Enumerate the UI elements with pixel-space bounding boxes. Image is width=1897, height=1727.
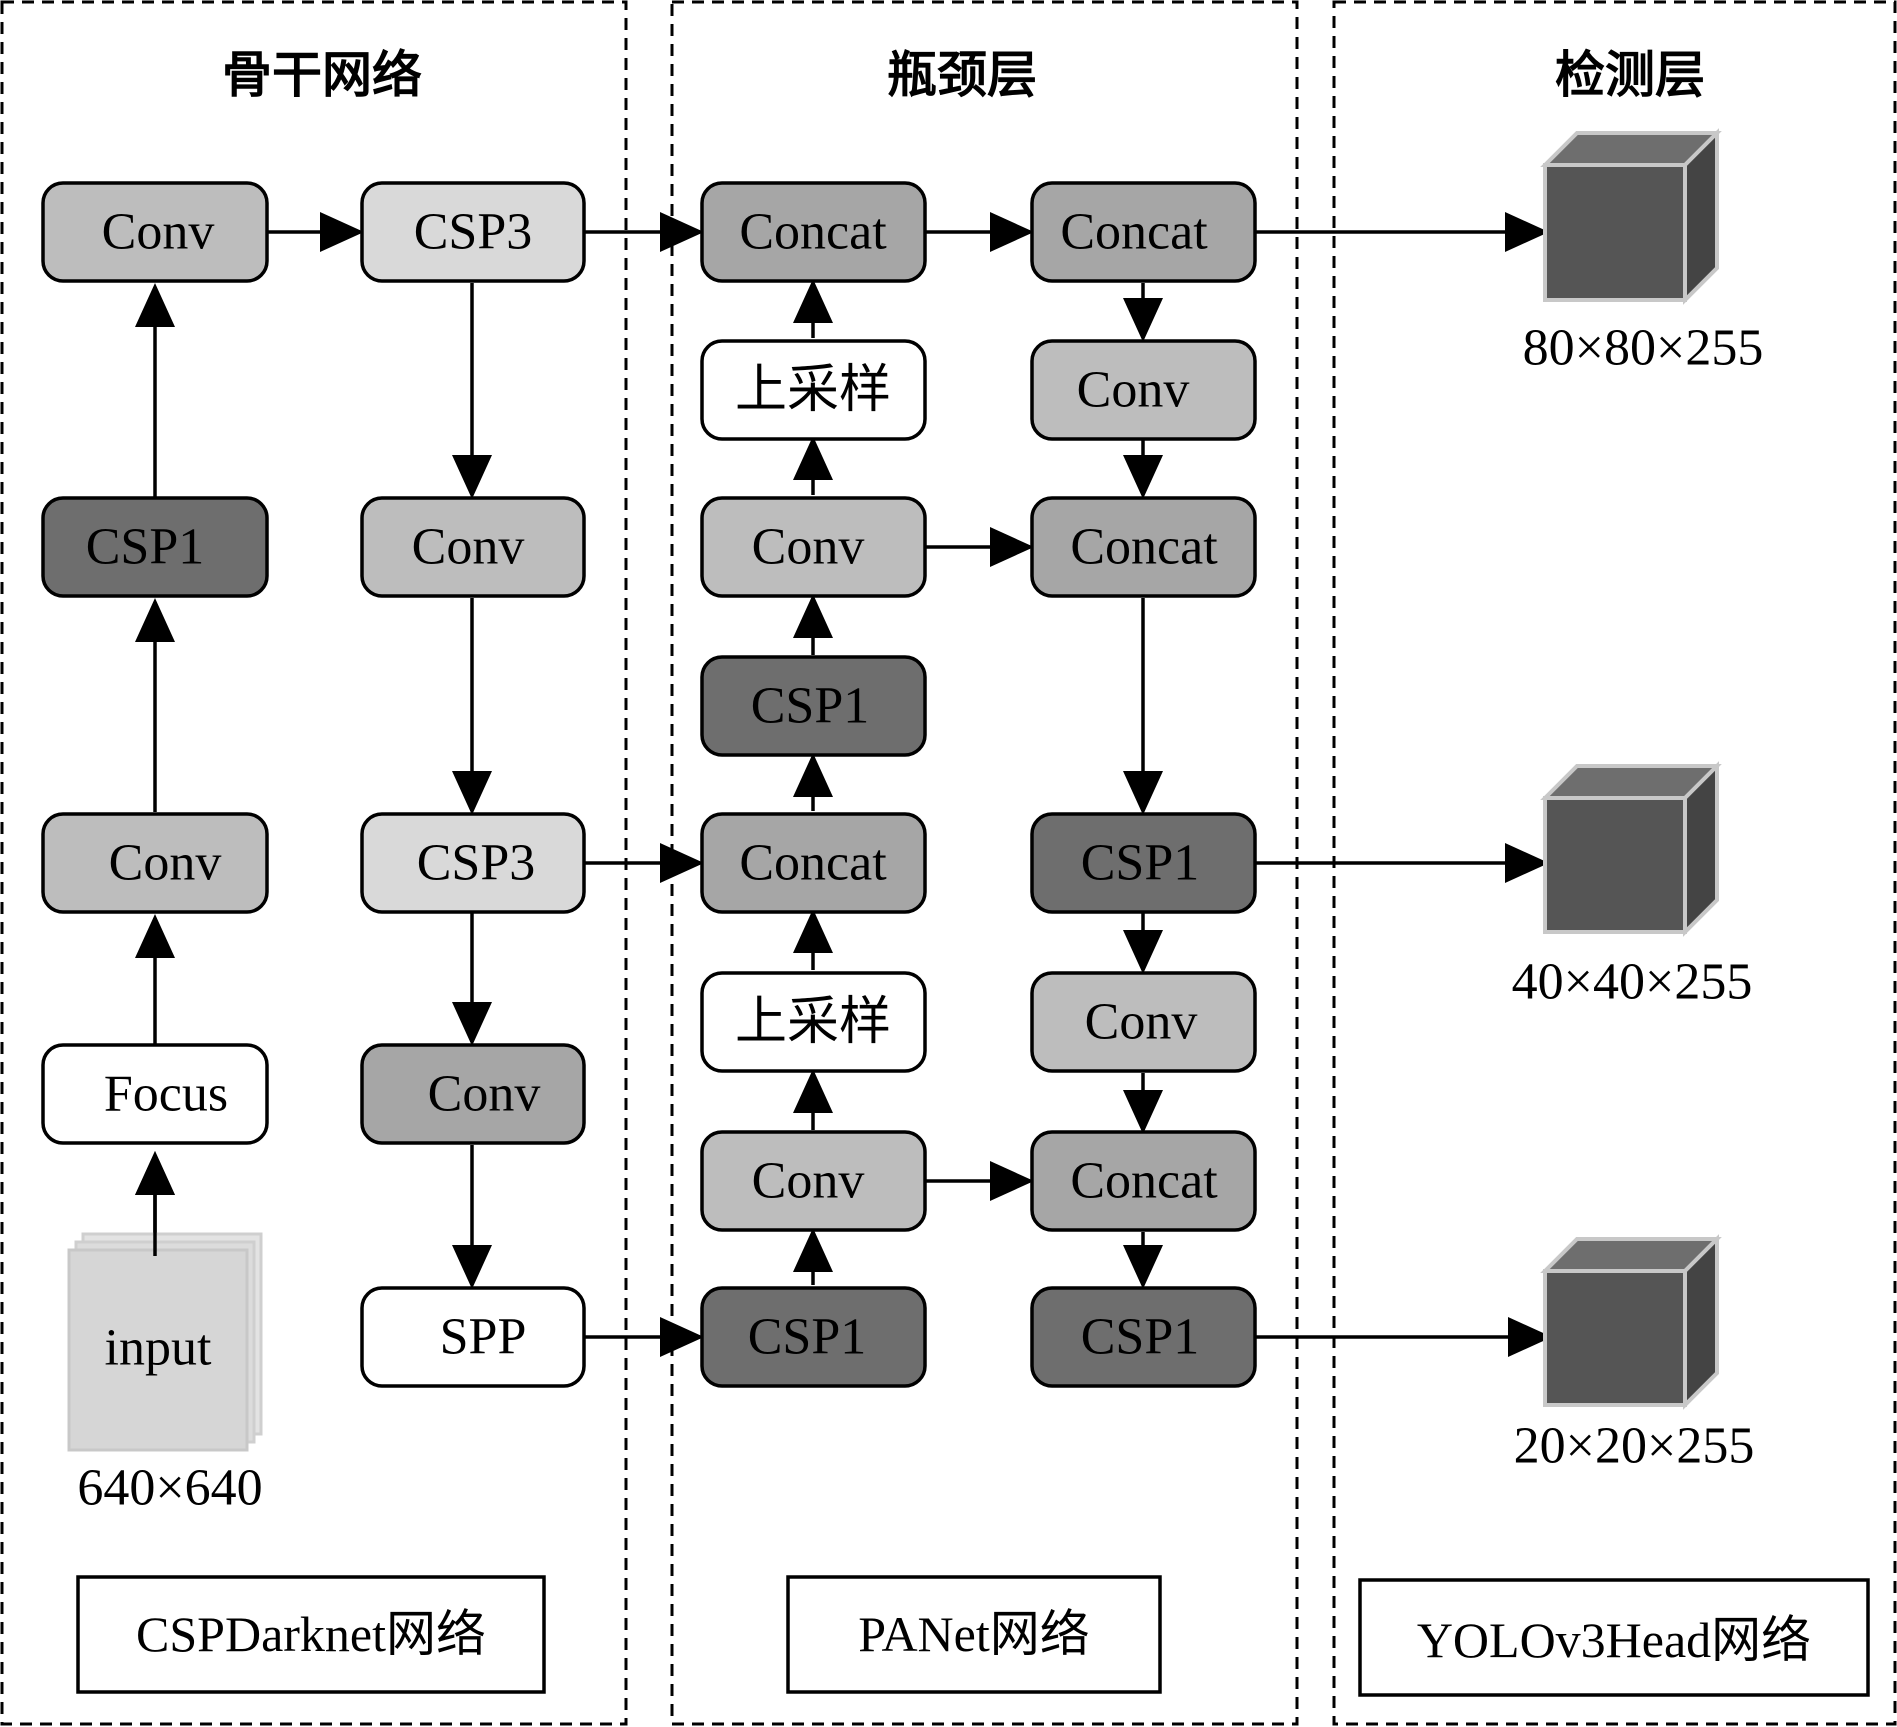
backbone-title: 骨干网络 — [222, 46, 422, 104]
backbone-spp: SPP — [360, 1286, 586, 1388]
svg-text:Conv: Conv — [1077, 362, 1190, 419]
svg-text:Conv: Conv — [1085, 994, 1198, 1051]
connections — [135, 212, 1552, 1357]
neck-right-concat-b: Concat — [1030, 1130, 1257, 1232]
neck-left-conv-a: Conv — [700, 496, 927, 598]
head-caption: YOLOv3Head网络 — [1417, 1612, 1811, 1668]
backbone-caption-box — [76, 1575, 546, 1694]
svg-text:CSP3: CSP3 — [417, 835, 536, 892]
output-size-medium: 40×40×255 — [1512, 954, 1753, 1011]
backbone-conv-top: Conv — [41, 181, 269, 283]
svg-text:CSP1: CSP1 — [1081, 1309, 1200, 1366]
svg-text:Concat: Concat — [739, 204, 887, 261]
backbone-conv-mid: Conv — [41, 812, 269, 914]
backbone-csp1: CSP1 — [41, 496, 269, 598]
svg-text:Concat: Concat — [1070, 519, 1218, 576]
backbone-focus: Focus — [41, 1043, 269, 1145]
svg-text:CSP3: CSP3 — [414, 204, 533, 261]
head-caption-box — [1358, 1578, 1870, 1697]
svg-text:上采样: 上采样 — [735, 992, 891, 1052]
neck-right-conv-a: Conv — [1030, 339, 1257, 441]
output-cube-medium: 40×40×255 — [1512, 761, 1753, 1011]
neck-right-csp1-mid: CSP1 — [1030, 812, 1257, 914]
output-cube-small: 20×20×255 — [1514, 1234, 1755, 1475]
svg-text:Concat: Concat — [1060, 204, 1208, 261]
head-title: 检测层 — [1555, 46, 1705, 104]
svg-text:上采样: 上采样 — [735, 360, 891, 420]
neck-left-conv-b: Conv — [700, 1130, 927, 1232]
backbone-conv-a: Conv — [360, 496, 586, 598]
neck-caption-box — [786, 1575, 1162, 1694]
svg-text:Concat: Concat — [739, 835, 887, 892]
input-size: 640×640 — [77, 1460, 262, 1517]
neck-right-csp1-bottom: CSP1 — [1030, 1286, 1257, 1388]
svg-text:CSP1: CSP1 — [1081, 835, 1200, 892]
neck-left-concat-top: Concat — [700, 181, 927, 283]
neck-right-conv-b: Conv — [1030, 971, 1257, 1073]
backbone-conv-b: Conv — [360, 1043, 586, 1145]
neck-right-concat-top: Concat — [1030, 181, 1257, 283]
svg-text:CSP1: CSP1 — [86, 519, 205, 576]
svg-text:SPP: SPP — [440, 1309, 527, 1366]
neck-left-csp1-bottom: CSP1 — [700, 1286, 927, 1388]
svg-text:Conv: Conv — [102, 204, 215, 261]
output-cube-large: 80×80×255 — [1523, 128, 1764, 377]
backbone-panel: 骨干网络 CSPDarknet网络 — [0, 0, 628, 1726]
head-panel: 检测层 YOLOv3Head网络 — [1332, 0, 1897, 1726]
neck-caption: PANet网络 — [858, 1606, 1090, 1662]
svg-text:CSP1: CSP1 — [751, 678, 870, 735]
svg-text:Concat: Concat — [1070, 1153, 1218, 1210]
svg-text:Conv: Conv — [752, 1153, 865, 1210]
output-size-small: 20×20×255 — [1514, 1418, 1755, 1475]
input-stack: input 640×640 — [67, 1232, 263, 1517]
backbone-csp3-mid: CSP3 — [360, 812, 586, 914]
output-size-large: 80×80×255 — [1523, 320, 1764, 377]
neck-left-concat-mid: Concat — [700, 812, 927, 914]
neck-right-concat-a: Concat — [1030, 496, 1257, 598]
svg-text:Focus: Focus — [104, 1066, 228, 1123]
svg-text:Conv: Conv — [428, 1066, 541, 1123]
input-label: input — [105, 1320, 212, 1377]
backbone-csp3-top: CSP3 — [360, 181, 586, 283]
svg-text:Conv: Conv — [109, 835, 222, 892]
neck-left-upsample-mid: 上采样 — [700, 971, 927, 1073]
neck-left-upsample-top: 上采样 — [700, 339, 927, 441]
neck-title: 瓶颈层 — [887, 46, 1037, 104]
svg-text:Conv: Conv — [412, 519, 525, 576]
neck-left-csp1-a: CSP1 — [700, 655, 927, 757]
svg-text:Conv: Conv — [752, 519, 865, 576]
svg-text:CSP1: CSP1 — [748, 1309, 867, 1366]
backbone-caption: CSPDarknet网络 — [136, 1606, 486, 1662]
